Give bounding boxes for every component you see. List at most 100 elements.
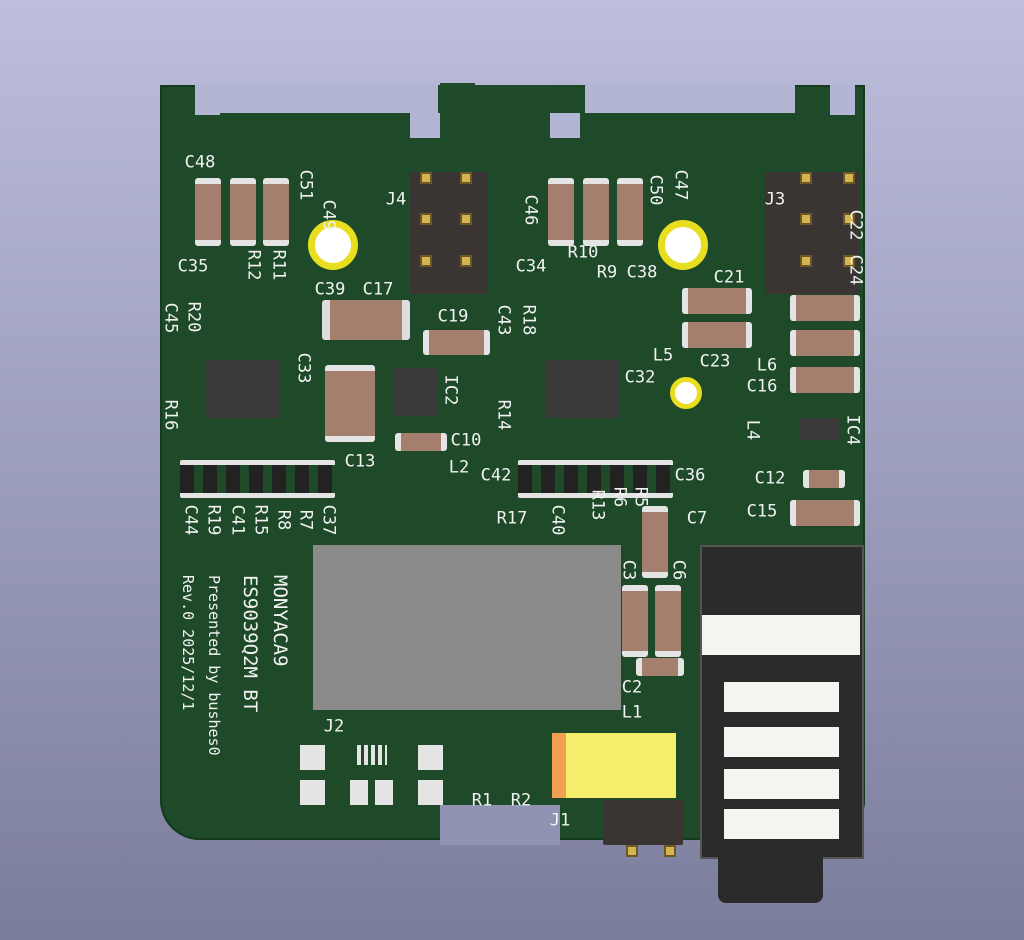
refdes-label-j1: J1 [549,810,571,831]
refdes-label-l6: L6 [756,355,778,376]
header-j3[interactable] [765,172,860,294]
capacitor-c24 [790,330,860,356]
refdes-label-l5: L5 [652,345,674,366]
ic-ic4 [800,418,840,440]
board-bottom-cutout [440,805,560,845]
refdes-label-r19: R19 [203,504,224,536]
refdes-label-c44: C44 [180,504,201,536]
refdes-label-r7: R7 [295,509,316,531]
refdes-label-r9: R9 [596,262,618,283]
refdes-label-r1: R1 [471,790,493,811]
board-revision: Rev.0 2025/12/1 [179,575,197,711]
refdes-label-j2: J2 [323,716,345,737]
header-pin [460,255,472,267]
capacitor-c21 [682,288,752,314]
jack-contact [724,809,839,839]
tantalum-capacitor [552,733,676,798]
refdes-label-r8: R8 [273,509,294,531]
refdes-label-c40: C40 [547,504,568,536]
header-pin [420,172,432,184]
refdes-label-r10: R10 [567,242,599,263]
board-top-tab [438,85,583,113]
resistor-row-left [180,460,335,498]
refdes-label-c33: C33 [293,352,314,384]
refdes-label-c16: C16 [746,376,778,397]
capacitor-c47 [617,178,643,246]
refdes-label-c23: C23 [699,351,731,372]
refdes-label-c37: C37 [318,504,339,536]
capacitor-c2 [636,658,684,676]
ic-right-soic [545,360,620,418]
refdes-label-c35: C35 [177,256,209,277]
refdes-label-c32: C32 [624,367,656,388]
header-pin [420,255,432,267]
refdes-label-c3: C3 [618,559,639,581]
audio-jack[interactable] [700,545,864,859]
board-cutout-top-right [585,83,795,113]
header-pin [800,213,812,225]
refdes-label-c51: C51 [295,169,316,201]
header-pin [843,213,855,225]
header-j1[interactable] [603,800,683,845]
refdes-label-c12: C12 [754,468,786,489]
resistor-row-right [518,460,673,498]
refdes-label-c13: C13 [344,451,376,472]
refdes-label-c39: C39 [314,279,346,300]
capacitor-c15 [790,500,860,526]
refdes-label-r6: R6 [609,486,630,508]
jack-contact [724,682,839,712]
header-pin [460,172,472,184]
refdes-label-c41: C41 [227,504,248,536]
capacitor-c10 [395,433,447,451]
refdes-label-c48: C48 [184,152,216,173]
capacitor-c16 [790,367,860,393]
board-author: Presented by bushes0 [205,575,223,756]
refdes-label-c21: C21 [713,267,745,288]
refdes-label-c19: C19 [437,306,469,327]
header-j4[interactable] [410,172,488,294]
refdes-label-ic4: IC4 [842,414,863,446]
ic-left-soic [205,360,280,418]
header-pin [843,255,855,267]
mounting-hole-right [658,220,708,270]
usb-connector-j2[interactable] [300,745,445,810]
capacitor-c7 [642,506,668,578]
capacitor-c49 [263,178,289,246]
header-pin [800,255,812,267]
refdes-label-c45: C45 [160,302,181,334]
refdes-label-r2: R2 [510,790,532,811]
board-notch-right [830,85,855,115]
refdes-label-c17: C17 [362,279,394,300]
board-cutout-top [220,83,435,113]
refdes-label-j3: J3 [764,189,786,210]
board-notch-left [195,85,220,115]
refdes-label-r11: R11 [268,249,289,281]
capacitor-c13 [325,365,375,442]
capacitor-c22 [790,295,860,321]
refdes-label-c36: C36 [674,465,706,486]
refdes-label-c15: C15 [746,501,778,522]
refdes-label-r20: R20 [183,301,204,333]
capacitor-c51 [230,178,256,246]
jack-contact [724,727,839,757]
refdes-label-r12: R12 [243,249,264,281]
jack-contact [702,615,860,655]
refdes-label-l2: L2 [448,457,470,478]
header-pin [664,845,676,857]
refdes-label-r5: R5 [630,486,651,508]
via-hole-center [670,377,702,409]
capacitor-c46 [548,178,574,246]
refdes-label-c24: C24 [845,254,866,286]
header-pin [420,213,432,225]
refdes-label-c2: C2 [621,677,643,698]
capacitor-c3 [622,585,648,657]
refdes-label-ic2: IC2 [440,374,461,406]
refdes-label-c43: C43 [493,304,514,336]
refdes-label-c47: C47 [670,169,691,201]
mounting-hole-left [308,220,358,270]
refdes-label-j4: J4 [385,189,407,210]
capacitor-c12 [803,470,845,488]
capacitor-c48 [195,178,221,246]
refdes-label-c50: C50 [645,174,666,206]
refdes-label-c7: C7 [686,508,708,529]
